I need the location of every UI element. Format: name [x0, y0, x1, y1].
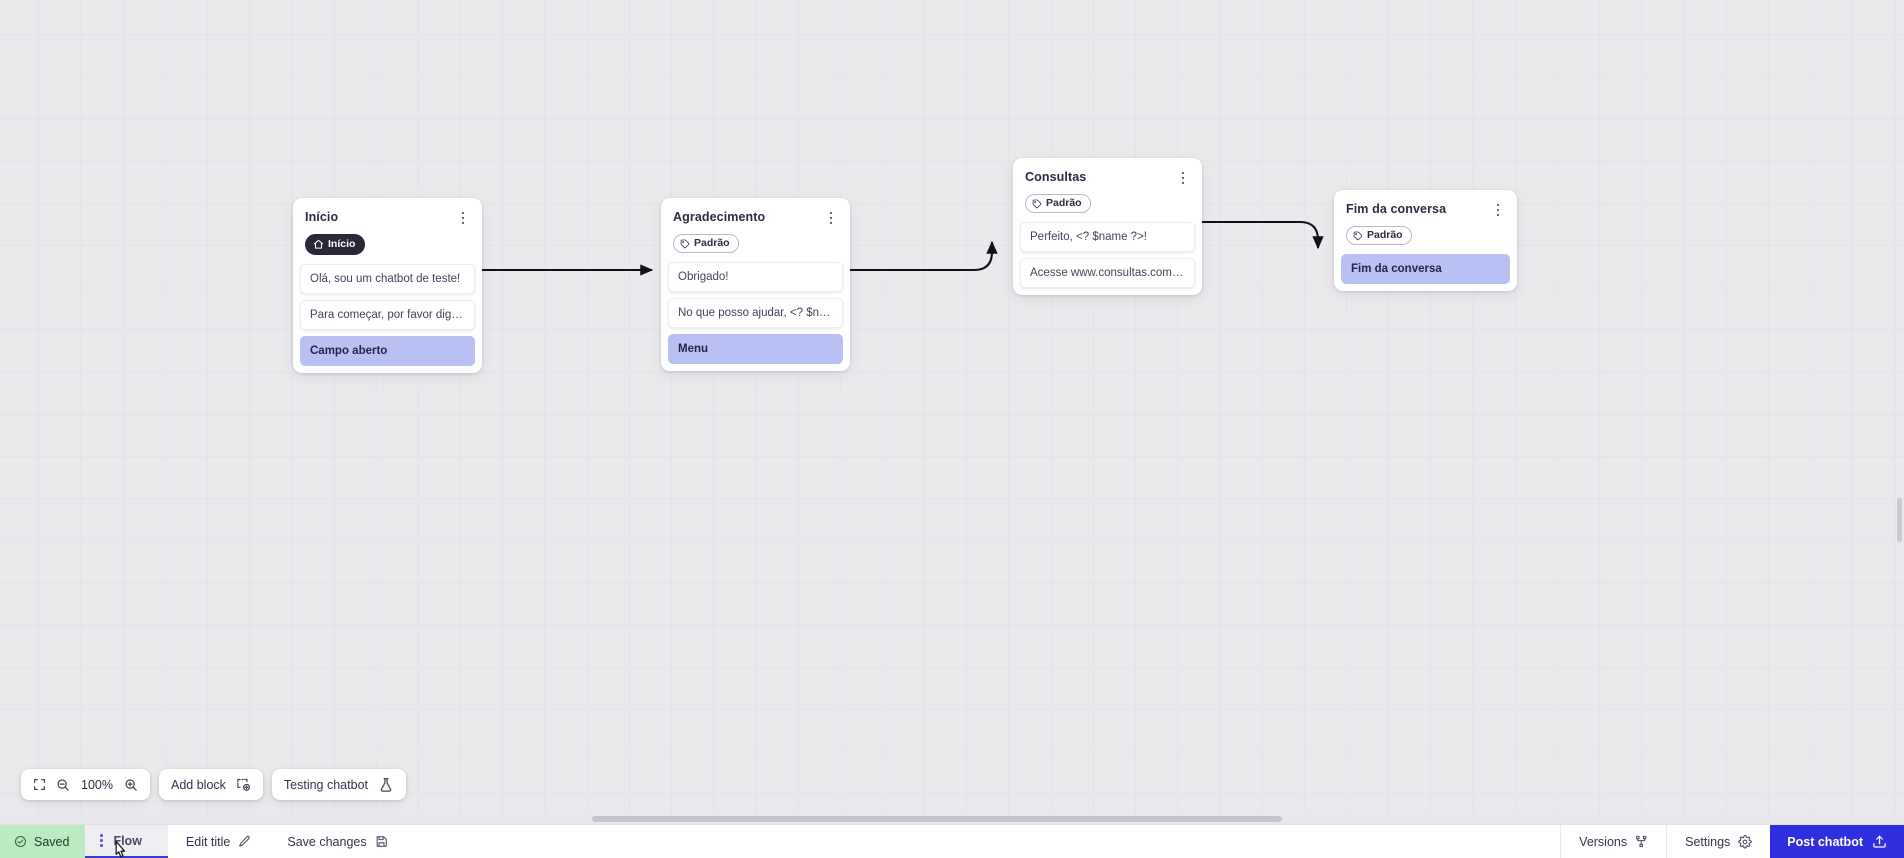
block-rows: Fim da conversa [1334, 245, 1517, 284]
add-block-icon [236, 777, 251, 792]
block-row[interactable]: Olá, sou um chatbot de teste! [300, 264, 475, 294]
tag-icon [1032, 199, 1042, 209]
settings-label: Settings [1685, 834, 1731, 849]
edit-title-label: Edit title [185, 834, 231, 849]
edge-agradecimento-to-consultas [850, 240, 998, 272]
tag-icon [680, 239, 690, 249]
block-tags: Padrão [1334, 219, 1517, 245]
zoom-controls[interactable]: 100% [21, 769, 150, 800]
block-header: Agradecimento [661, 198, 850, 227]
block-row[interactable]: Para começar, por favor digite o ... [300, 300, 475, 330]
flow-tab-menu-icon[interactable] [93, 832, 109, 850]
branch-icon [1635, 835, 1648, 848]
fit-screen-icon[interactable] [33, 778, 46, 791]
tab-flow-label: Flow [113, 833, 142, 848]
saved-status-badge: Saved [0, 825, 86, 858]
block-tags: Início [293, 227, 482, 255]
block-tag-default[interactable]: Padrão [1025, 194, 1091, 213]
canvas-horizontal-scrollbar[interactable] [0, 814, 1904, 824]
bottom-toolbar-left: Saved Flow Edit title Save changes [0, 825, 406, 858]
block-tag-default[interactable]: Padrão [1346, 226, 1412, 245]
upload-icon [1872, 834, 1887, 849]
testing-chatbot-label: Testing chatbot [283, 777, 368, 792]
block-row[interactable]: Fim da conversa [1341, 254, 1510, 284]
flow-connectors [482, 220, 1324, 276]
flow-block-inicio[interactable]: Início Início Olá, sou um chatbot de tes… [293, 198, 482, 373]
block-tag-label: Padrão [1367, 229, 1403, 241]
edge-consultas-to-fim [1201, 220, 1324, 250]
flow-block-agradecimento[interactable]: Agradecimento Padrão Obrigado! No que po… [661, 198, 850, 371]
block-header: Início [293, 198, 482, 227]
save-disk-icon [375, 835, 388, 848]
block-rows: Obrigado! No que posso ajudar, <? $name … [661, 253, 850, 364]
check-circle-icon [14, 835, 27, 848]
block-row[interactable]: Menu [668, 334, 843, 364]
pencil-icon [238, 835, 251, 848]
tab-flow[interactable]: Flow [85, 825, 168, 858]
post-chatbot-label: Post chatbot [1787, 834, 1863, 849]
block-row[interactable]: No que posso ajudar, <? $name ... [668, 298, 843, 328]
block-tag-label: Início [328, 238, 356, 250]
gear-icon [1738, 834, 1753, 849]
settings-button[interactable]: Settings [1666, 825, 1770, 858]
versions-label: Versions [1579, 834, 1628, 849]
save-changes-label: Save changes [287, 834, 367, 849]
testing-chatbot-button[interactable]: Testing chatbot [271, 769, 406, 800]
zoom-in-icon[interactable] [124, 778, 138, 792]
block-tag-start[interactable]: Início [305, 234, 366, 255]
canvas-vertical-scrollbar[interactable] [1895, 0, 1904, 814]
block-tag-label: Padrão [1046, 197, 1082, 209]
block-title: Consultas [1025, 170, 1087, 184]
block-title: Agradecimento [673, 210, 766, 224]
block-menu-icon[interactable] [1175, 169, 1191, 187]
bottom-toolbar-right: Versions Settings Post chatbot [1560, 825, 1904, 858]
block-header: Fim da conversa [1334, 190, 1517, 219]
horizontal-scrollbar-thumb[interactable] [592, 816, 1282, 822]
block-row[interactable]: Obrigado! [668, 262, 843, 292]
flask-icon [378, 777, 394, 793]
block-row[interactable]: Perfeito, <? $name ?>! [1020, 222, 1195, 252]
zoom-out-icon[interactable] [56, 778, 70, 792]
block-menu-icon[interactable] [823, 209, 839, 227]
tag-icon [1353, 231, 1363, 241]
block-tag-label: Padrão [694, 237, 730, 249]
save-changes-button[interactable]: Save changes [269, 825, 405, 858]
saved-status-label: Saved [34, 834, 70, 849]
block-row[interactable]: Acesse www.consultas.com par... [1020, 258, 1195, 288]
block-rows: Perfeito, <? $name ?>! Acesse www.consul… [1013, 213, 1202, 288]
block-menu-icon[interactable] [455, 209, 471, 227]
block-header: Consultas [1013, 158, 1202, 187]
edit-title-button[interactable]: Edit title [168, 825, 269, 858]
zoom-level-value: 100% [81, 777, 113, 792]
block-title: Início [305, 210, 339, 224]
flow-block-fim-da-conversa[interactable]: Fim da conversa Padrão Fim da conversa [1334, 190, 1517, 291]
block-menu-icon[interactable] [1490, 201, 1506, 219]
add-block-label: Add block [171, 777, 226, 792]
block-title: Fim da conversa [1346, 202, 1447, 216]
vertical-scrollbar-thumb[interactable] [1897, 498, 1902, 542]
block-tags: Padrão [661, 227, 850, 253]
bottom-toolbar: Saved Flow Edit title Save changes [0, 824, 1904, 858]
add-block-button[interactable]: Add block [159, 769, 263, 800]
block-tag-default[interactable]: Padrão [673, 234, 739, 253]
flow-block-consultas[interactable]: Consultas Padrão Perfeito, <? $name ?>! … [1013, 158, 1202, 295]
versions-button[interactable]: Versions [1560, 825, 1666, 858]
block-row[interactable]: Campo aberto [300, 336, 475, 366]
canvas-toolbar: 100% Add block Testing chatbot [21, 769, 406, 800]
block-rows: Olá, sou um chatbot de teste! Para começ… [293, 255, 482, 366]
flow-canvas[interactable]: Início Início Olá, sou um chatbot de tes… [0, 0, 1904, 824]
post-chatbot-button[interactable]: Post chatbot [1770, 825, 1904, 858]
block-tags: Padrão [1013, 187, 1202, 213]
home-icon [313, 239, 324, 250]
